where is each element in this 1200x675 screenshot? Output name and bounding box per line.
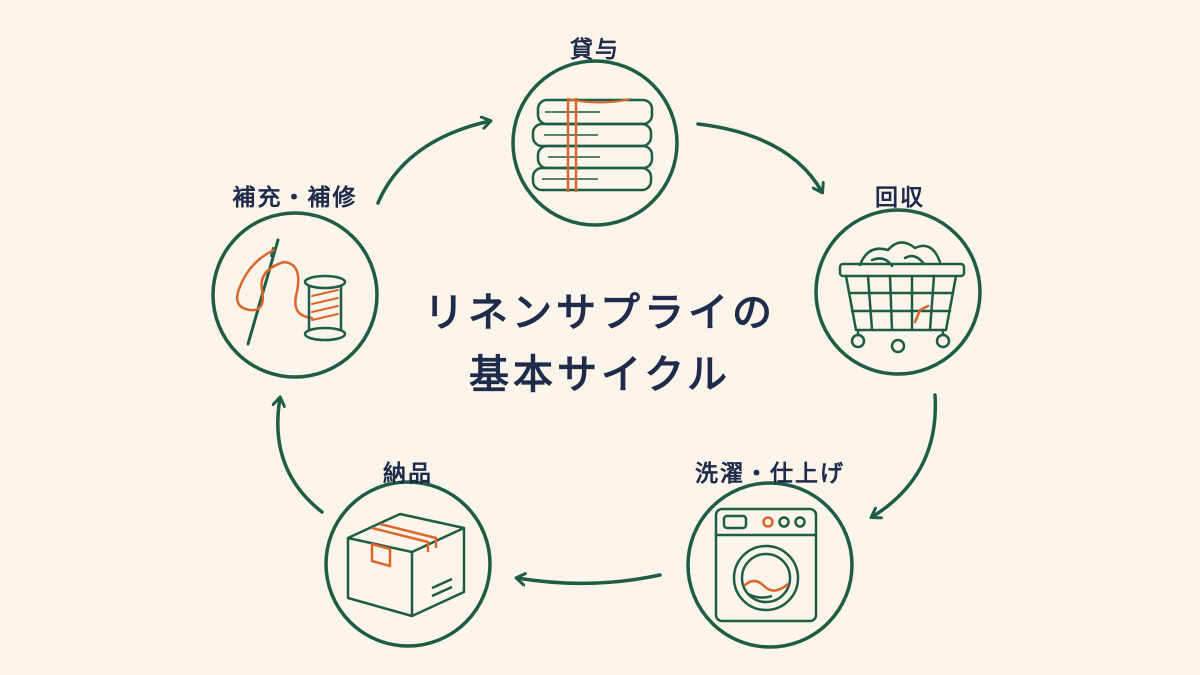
arrow-lend-to-collect bbox=[696, 122, 822, 192]
arrow-wash-to-deliver bbox=[517, 575, 662, 583]
step-label-wash: 洗濯・仕上げ bbox=[695, 461, 845, 487]
folded-linen-icon bbox=[531, 98, 654, 192]
step-replenish-node bbox=[211, 211, 379, 379]
arrow-collect-to-wash bbox=[872, 393, 938, 517]
laundry-cart-icon bbox=[838, 241, 966, 354]
diagram-title: リネンサプライの 基本サイクル bbox=[424, 282, 776, 406]
step-label-replenish: 補充・補修 bbox=[232, 185, 358, 211]
step-label-deliver: 納品 bbox=[383, 461, 433, 487]
step-collect-node bbox=[814, 208, 982, 376]
step-lend-node bbox=[511, 59, 679, 227]
washing-machine-icon bbox=[714, 507, 818, 623]
step-deliver-node bbox=[324, 480, 492, 648]
arrow-deliver-to-replenish bbox=[278, 398, 324, 514]
diagram-title-line2: 基本サイクル bbox=[469, 352, 731, 398]
diagram-title-line1: リネンサプライの bbox=[424, 290, 776, 336]
needle-thread-icon bbox=[236, 238, 347, 346]
arrow-replenish-to-lend bbox=[376, 121, 490, 205]
step-wash-node bbox=[686, 481, 854, 649]
step-label-lend: 貸与 bbox=[570, 37, 620, 63]
cycle-arrows bbox=[278, 121, 938, 583]
step-label-collect: 回収 bbox=[875, 185, 925, 211]
cardboard-box-icon bbox=[346, 512, 466, 618]
